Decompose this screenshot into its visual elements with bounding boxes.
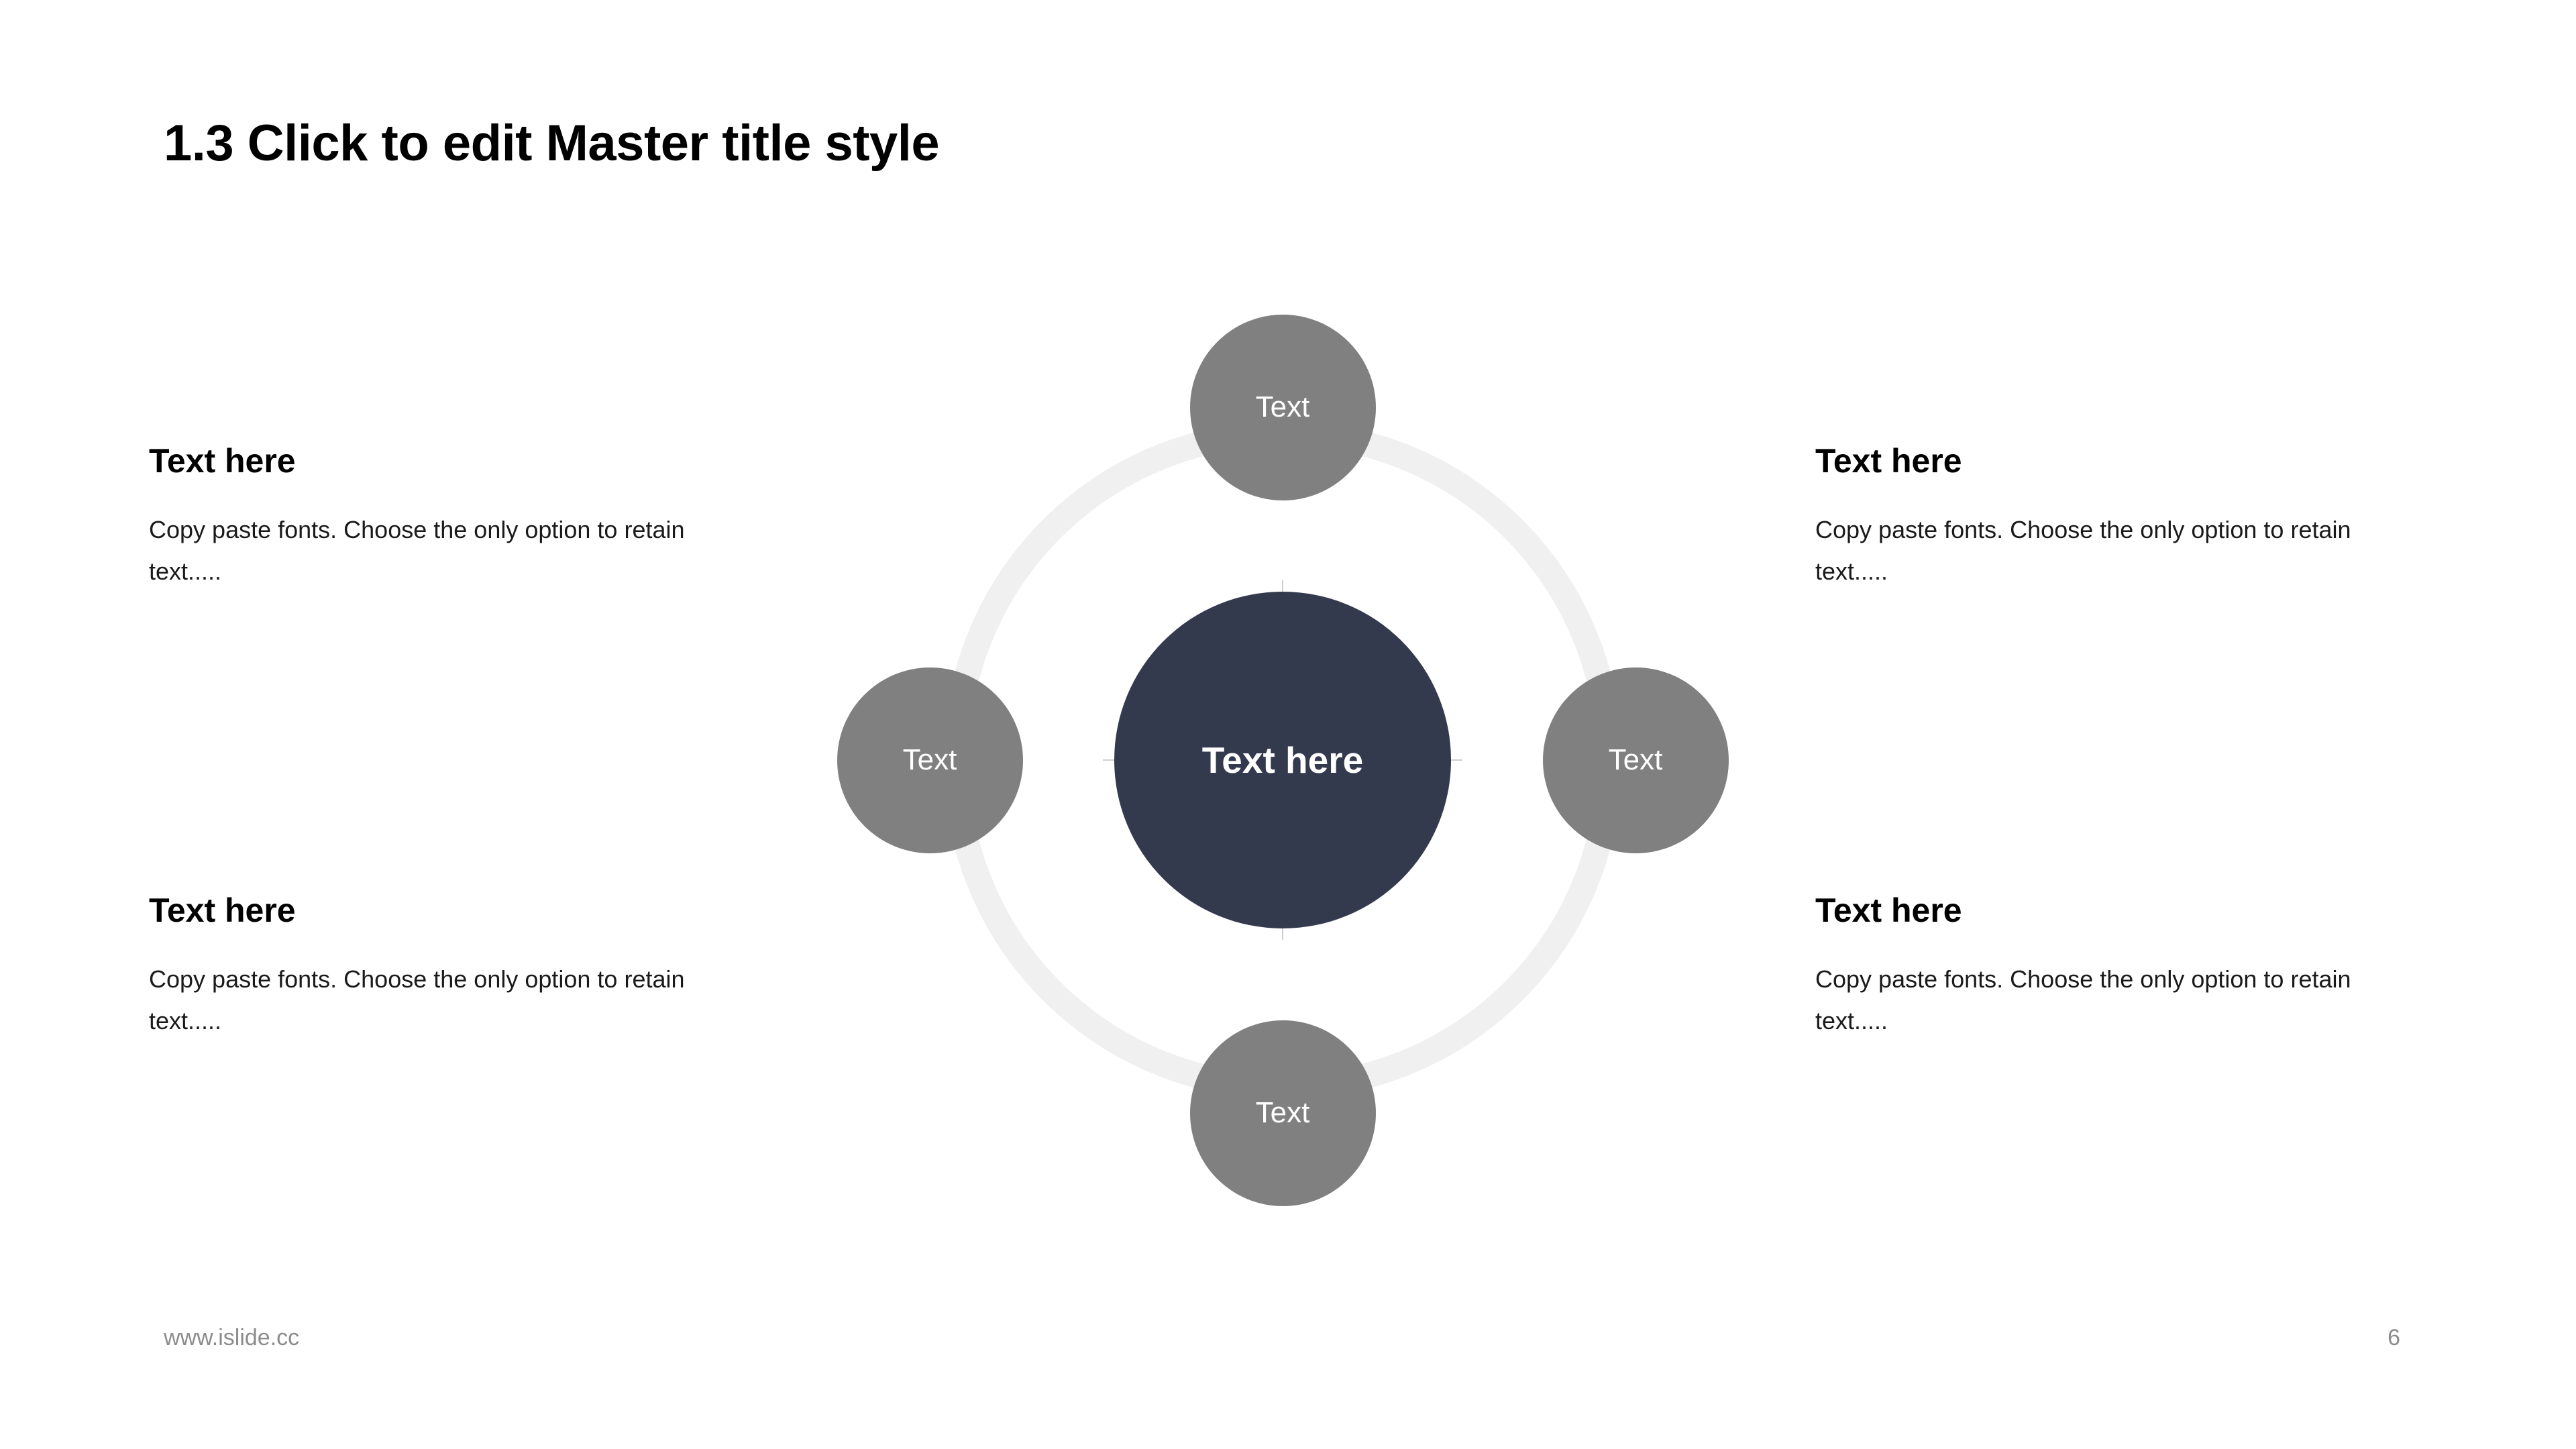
text-block-top-left: Text here Copy paste fonts. Choose the o…: [149, 443, 793, 592]
satellite-node-bottom[interactable]: Text: [1189, 1020, 1376, 1206]
page-title[interactable]: 1.3 Click to edit Master title style: [164, 115, 940, 172]
text-block-bottom-right: Text here Copy paste fonts. Choose the o…: [1815, 892, 2459, 1042]
satellite-node-right[interactable]: Text: [1542, 667, 1729, 853]
text-block-body[interactable]: Copy paste fonts. Choose the only option…: [1815, 516, 2351, 585]
text-block-heading[interactable]: Text here: [149, 892, 296, 929]
text-block-heading[interactable]: Text here: [1815, 892, 1962, 929]
text-block-top-right: Text here Copy paste fonts. Choose the o…: [1815, 443, 2459, 592]
footer-url[interactable]: www.islide.cc: [164, 1325, 300, 1350]
text-block-heading[interactable]: Text here: [1815, 442, 1962, 480]
text-block-body[interactable]: Copy paste fonts. Choose the only option…: [149, 516, 685, 585]
text-block-heading[interactable]: Text here: [149, 442, 296, 480]
text-block-body[interactable]: Copy paste fonts. Choose the only option…: [149, 965, 685, 1034]
satellite-node-top[interactable]: Text: [1189, 314, 1376, 500]
text-block-body[interactable]: Copy paste fonts. Choose the only option…: [1815, 965, 2351, 1034]
page-number: 6: [2387, 1325, 2400, 1350]
center-node[interactable]: Text here: [1114, 592, 1451, 928]
satellite-node-left[interactable]: Text: [837, 667, 1023, 853]
text-block-bottom-left: Text here Copy paste fonts. Choose the o…: [149, 892, 793, 1042]
